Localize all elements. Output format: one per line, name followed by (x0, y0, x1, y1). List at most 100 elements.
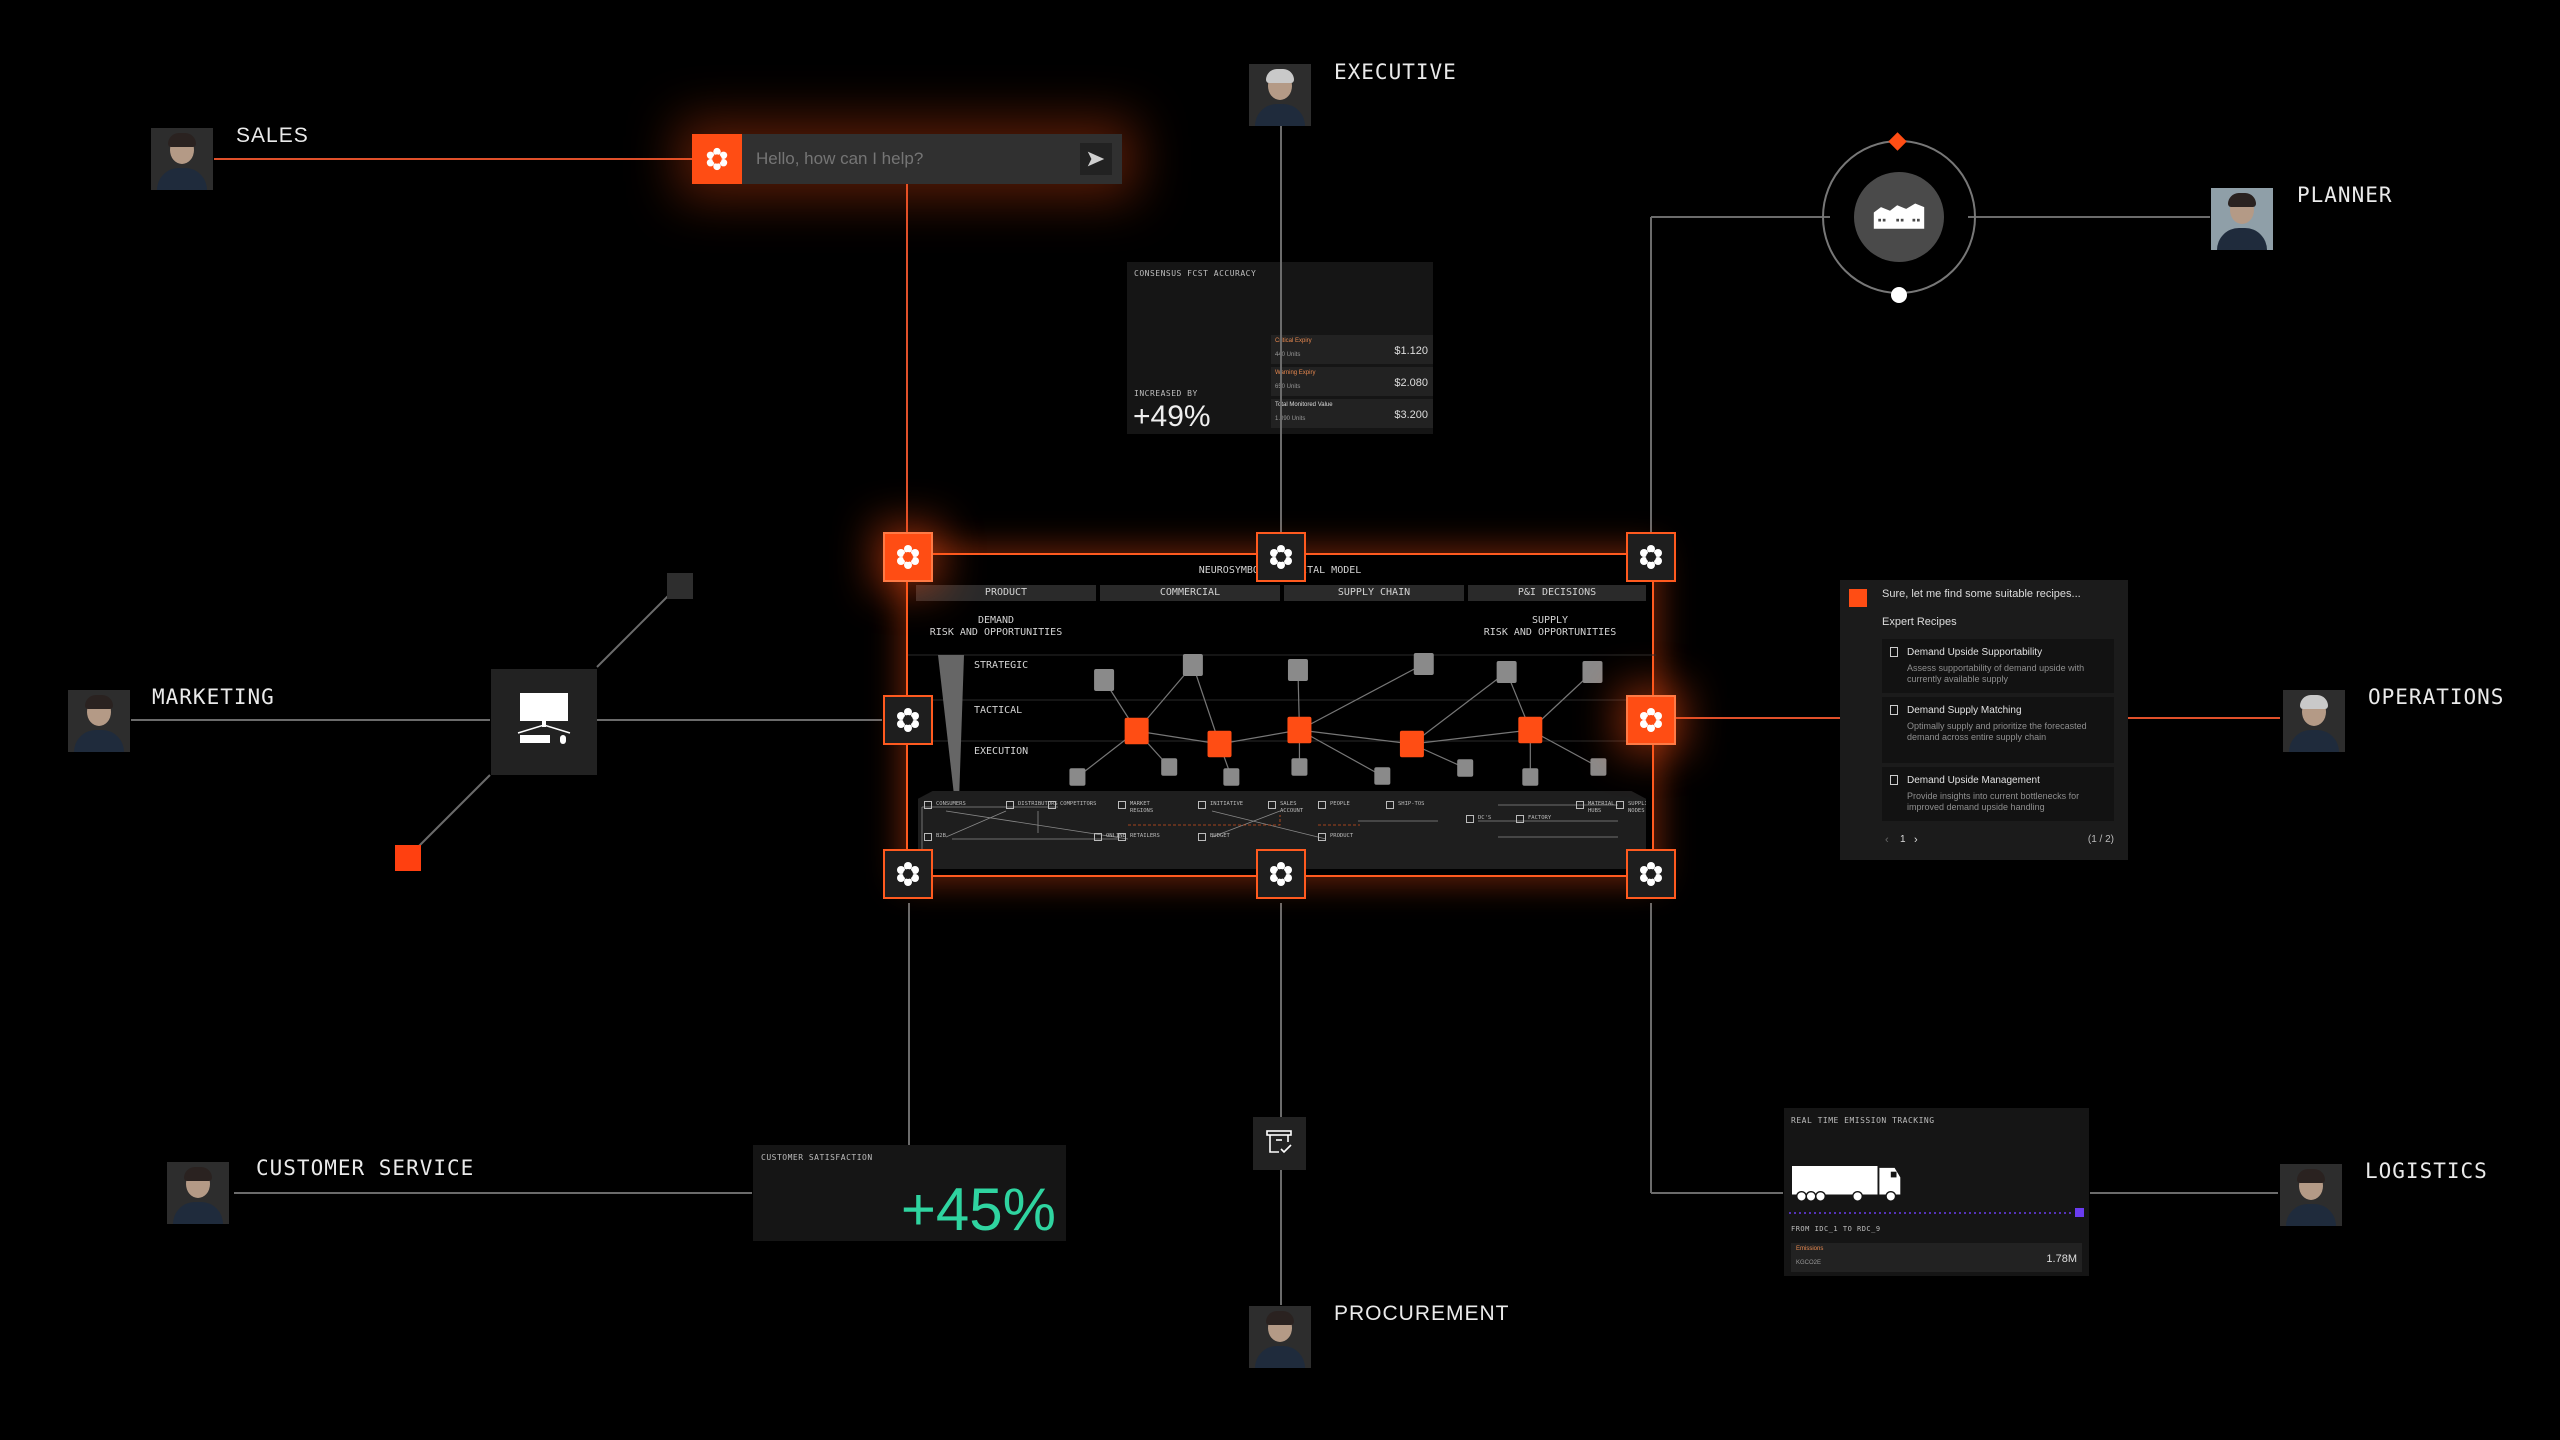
model-node-bottom-right[interactable] (1626, 849, 1676, 899)
archive-check-icon (1266, 1130, 1292, 1154)
neurosymbolic-model-panel: NEUROSYMBOLIC DIGITAL MODEL PRODUCT COMM… (906, 553, 1656, 877)
pager-page: 1 (1900, 834, 1906, 845)
graph-cube-node[interactable] (1161, 758, 1178, 776)
warehouse-icon (1466, 815, 1474, 823)
tactical-cube-node[interactable] (1518, 716, 1543, 744)
graph-cube-node[interactable] (1374, 767, 1391, 785)
graph-cube-node[interactable] (1582, 661, 1603, 683)
planner-orbit-marker-bottom[interactable] (1891, 287, 1907, 303)
row-units: 440 Units (1275, 352, 1301, 358)
graph-cube-node[interactable] (1522, 768, 1539, 786)
recipes-heading: Expert Recipes (1882, 616, 1957, 628)
model-node-top-right[interactable] (1626, 532, 1676, 582)
graph-cube-node[interactable] (1182, 654, 1203, 676)
graph-cube-node[interactable] (1413, 653, 1434, 675)
metric-unit: KGCO2E (1796, 1260, 1822, 1266)
recipe-item[interactable]: Demand Upside Management Provide insight… (1882, 767, 2114, 821)
flow-node-label: FACTORY (1528, 815, 1552, 821)
persona-label-operations: OPERATIONS (2368, 685, 2505, 709)
avatar-executive (1249, 64, 1311, 126)
expiry-row-critical: Critical Expiry 440 Units $1.120 (1271, 335, 1433, 364)
graph-cube-node[interactable] (1223, 768, 1240, 786)
column-header-commercial: COMMERCIAL (1100, 585, 1280, 601)
flow-node-label: MARKET REGIONS (1130, 801, 1154, 814)
box-icon (1386, 801, 1394, 809)
model-node-bottom-left[interactable] (883, 849, 933, 899)
marketing-hub[interactable] (491, 669, 597, 775)
globe-icon (1118, 801, 1126, 809)
graph-edge (1411, 671, 1508, 745)
avatar-customer-service (167, 1162, 229, 1224)
column-header-supply-chain: SUPPLY CHAIN (1284, 585, 1464, 601)
graph-edge (1219, 729, 1300, 745)
graph-cube-node[interactable] (1590, 758, 1607, 776)
persona-label-sales: SALES (236, 124, 309, 147)
graph-cube-node[interactable] (1069, 768, 1086, 786)
metric-value: 1.78M (2046, 1253, 2077, 1265)
graph-edge (1299, 729, 1383, 777)
model-node-bottom-center[interactable] (1256, 849, 1306, 899)
model-node-top-center[interactable] (1256, 532, 1306, 582)
emission-tracking-card: REAL TIME EMISSION TRACKING FROM IDC_1 T… (1784, 1108, 2089, 1276)
handshake-icon (1268, 801, 1276, 809)
graph-cube-node[interactable] (1291, 758, 1308, 776)
flow-node-label: DISTRIBUTORS (1018, 801, 1058, 807)
flow-node-label: PEOPLE (1330, 801, 1350, 807)
emissions-metric: Emissions KGCO2E 1.78M (1791, 1243, 2082, 1272)
flower-logo-icon (897, 545, 919, 569)
flow-node-label: ONLINE (1106, 833, 1126, 839)
model-node-mid-left[interactable] (883, 695, 933, 745)
dollar-icon (1198, 833, 1206, 841)
tactical-cube-node[interactable] (1287, 716, 1312, 744)
marketing-node-active[interactable] (395, 845, 421, 871)
persona-label-customer-service: CUSTOMER SERVICE (256, 1156, 475, 1180)
row-units: 650 Units (1275, 384, 1301, 390)
recipe-item[interactable]: Demand Upside Supportability Assess supp… (1882, 639, 2114, 693)
pager-next[interactable]: › (1914, 834, 1918, 846)
expiry-row-total: Total Monitored Value 1.090 Units $3.200 (1271, 399, 1433, 428)
desktop-computer-icon (517, 693, 571, 744)
flower-logo-icon (1640, 862, 1662, 886)
send-button[interactable] (1080, 143, 1112, 175)
card-title: REAL TIME EMISSION TRACKING (1791, 1116, 1935, 1125)
flower-logo-icon (897, 708, 919, 732)
flow-node-label: BUDGET (1210, 833, 1230, 839)
demand-label-line1: DEMAND (977, 615, 1015, 626)
people-icon (1318, 801, 1326, 809)
tactical-cube-node[interactable] (1207, 730, 1232, 758)
marketing-node-secondary[interactable] (667, 573, 693, 599)
avatar-procurement (1249, 1306, 1311, 1368)
model-node-mid-right[interactable] (1626, 695, 1676, 745)
knowledge-graph (908, 653, 1656, 830)
customer-satisfaction-card: CUSTOMER SATISFACTION +45% (753, 1145, 1066, 1243)
chat-input[interactable] (742, 135, 1080, 183)
graph-cube-node[interactable] (1457, 759, 1474, 777)
recipe-item[interactable]: Demand Supply Matching Optimally supply … (1882, 697, 2114, 763)
persona-label-planner: PLANNER (2297, 183, 2393, 207)
tactical-cube-node[interactable] (1124, 717, 1149, 745)
procurement-hub[interactable] (1253, 1117, 1306, 1170)
graph-cube-node[interactable] (1287, 659, 1308, 681)
chat-input-bar[interactable] (692, 134, 1122, 184)
planner-hub[interactable] (1854, 172, 1944, 262)
persona-label-procurement: PROCUREMENT (1334, 1302, 1510, 1325)
hierarchy-pyramid (938, 655, 964, 830)
factory-icon (1516, 815, 1524, 823)
avatar-operations (2283, 690, 2345, 752)
model-node-top-left[interactable] (883, 532, 933, 582)
persona-label-marketing: MARKETING (152, 685, 275, 709)
pager-prev[interactable]: ‹ (1885, 834, 1889, 846)
graph-cube-node[interactable] (1094, 669, 1115, 691)
flow-node-label: B2B (936, 833, 946, 839)
building-icon (1006, 801, 1014, 809)
expert-recipes-panel: Sure, let me find some suitable recipes.… (1840, 580, 2128, 860)
column-header-pi-decisions: P&I DECISIONS (1468, 585, 1646, 601)
metric-label: Emissions (1796, 1246, 1824, 1252)
flower-logo-icon (897, 862, 919, 886)
demand-label-line2: RISK AND OPPORTUNITIES (929, 627, 1063, 638)
route-progress (1789, 1208, 2084, 1217)
tactical-cube-node[interactable] (1399, 730, 1424, 758)
graph-cube-node[interactable] (1496, 661, 1517, 683)
document-icon (1890, 705, 1898, 715)
